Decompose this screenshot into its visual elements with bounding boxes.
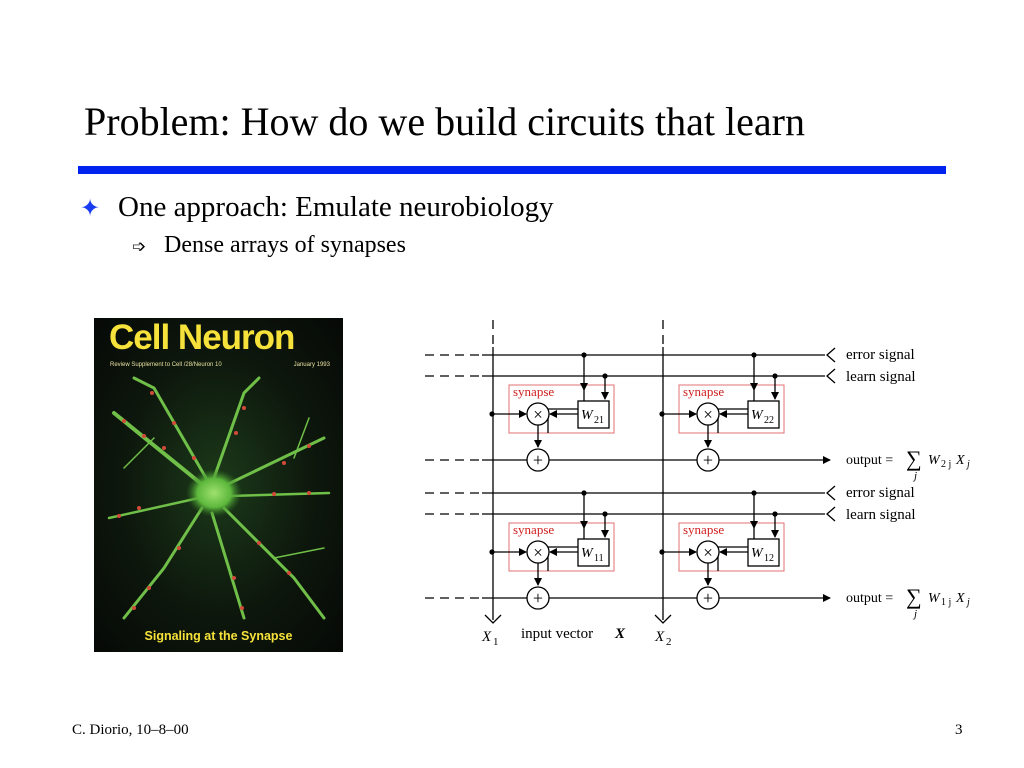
input-x2-label: X: [654, 629, 665, 645]
sub-bullet-text: Dense arrays of synapses: [164, 232, 406, 258]
weight-subscript: 2 j: [941, 459, 951, 470]
journal-cover-image: Cell Neuron Review Supplement to Cell /2…: [94, 318, 343, 652]
sum-symbol: ∑: [906, 584, 922, 609]
footer-author-date: C. Diorio, 10–8–00: [72, 722, 189, 738]
output-formula-row2: output = ∑ j W 2 j X j: [846, 446, 970, 482]
weight-symbol: W: [581, 408, 594, 423]
sub-bullet-item: ➩ Dense arrays of synapses: [132, 232, 406, 259]
weight-box: [577, 400, 610, 429]
weight-symbol: W: [581, 546, 594, 561]
synapse-box: [678, 522, 785, 572]
star-bullet-icon: ✦: [80, 196, 101, 222]
synapse-box: [678, 384, 785, 434]
adder-node: [526, 448, 550, 472]
sum-index: j: [912, 608, 917, 620]
output-prefix: output =: [846, 453, 893, 468]
weight-subscript: 11: [594, 553, 604, 564]
input-x1-subscript: 1: [493, 636, 499, 648]
synapse-label: synapse: [683, 384, 724, 399]
synapse-box: [508, 384, 615, 434]
synapse-label: synapse: [513, 384, 554, 399]
cover-subtitle: Review Supplement to Cell /28/Neuron 10 …: [110, 362, 330, 368]
input-subscript: j: [965, 459, 970, 470]
add-symbol: +: [533, 450, 543, 470]
learn-signal-label: learn signal: [846, 369, 916, 385]
error-signal-label: error signal: [846, 347, 915, 363]
sum-index: j: [912, 470, 917, 482]
junction-dot: [581, 490, 587, 496]
title-rule: [78, 166, 946, 174]
adder-node: [696, 586, 720, 610]
synapse-label: synapse: [513, 522, 554, 537]
weight-box: [577, 538, 610, 567]
slide-title: Problem: How do we build circuits that l…: [84, 99, 805, 144]
adder-node: [696, 448, 720, 472]
output-prefix: output =: [846, 591, 893, 606]
input-vector-symbol: X: [614, 626, 626, 642]
weight-symbol: W: [751, 546, 764, 561]
cover-journal-title: Cell Neuron: [109, 318, 295, 357]
multiply-symbol: ×: [533, 405, 543, 424]
output-formula-row1: output = ∑ j W 1 j X j: [846, 584, 970, 620]
input-symbol: X: [955, 453, 965, 468]
junction-dot: [751, 490, 757, 496]
synapse-label: synapse: [683, 522, 724, 537]
weight-subscript: 12: [764, 553, 774, 564]
multiply-symbol: ×: [533, 543, 543, 562]
input-vector-label: input vector: [521, 626, 593, 642]
arrow-bullet-icon: ➩: [132, 237, 147, 256]
sum-symbol: ∑: [906, 446, 922, 471]
input-x2-subscript: 2: [666, 636, 672, 648]
input-lines: [484, 320, 672, 624]
bullet-item: ✦ One approach: Emulate neurobiology: [80, 191, 554, 224]
neuron-illustration: [107, 376, 331, 620]
multiply-symbol: ×: [703, 405, 713, 424]
page-number: 3: [955, 722, 963, 738]
cover-subtitle-left: Review Supplement to Cell /28/Neuron 10: [110, 362, 222, 368]
multiply-symbol: ×: [703, 543, 713, 562]
cover-subtitle-right: January 1993: [293, 362, 330, 368]
error-signal-label: error signal: [846, 485, 915, 501]
weight-box: [747, 400, 780, 429]
weight-symbol: W: [751, 408, 764, 423]
input-subscript: j: [965, 597, 970, 608]
synapse-box: [508, 522, 615, 572]
input-symbol: X: [955, 591, 965, 606]
cover-footer: Signaling at the Synapse: [144, 629, 293, 643]
bullet-text: One approach: Emulate neurobiology: [118, 191, 554, 223]
add-symbol: +: [703, 588, 713, 608]
junction-dot: [602, 511, 608, 517]
weight-symbol: W: [928, 591, 941, 606]
adder-node: [526, 586, 550, 610]
weight-subscript: 1 j: [941, 597, 951, 608]
input-x1-label: X: [481, 629, 492, 645]
add-symbol: +: [533, 588, 543, 608]
weight-subscript: 22: [764, 415, 774, 426]
learn-signal-label: learn signal: [846, 507, 916, 523]
weight-subscript: 21: [594, 415, 604, 426]
weight-symbol: W: [928, 453, 941, 468]
junction-dot: [772, 511, 778, 517]
add-symbol: +: [703, 450, 713, 470]
